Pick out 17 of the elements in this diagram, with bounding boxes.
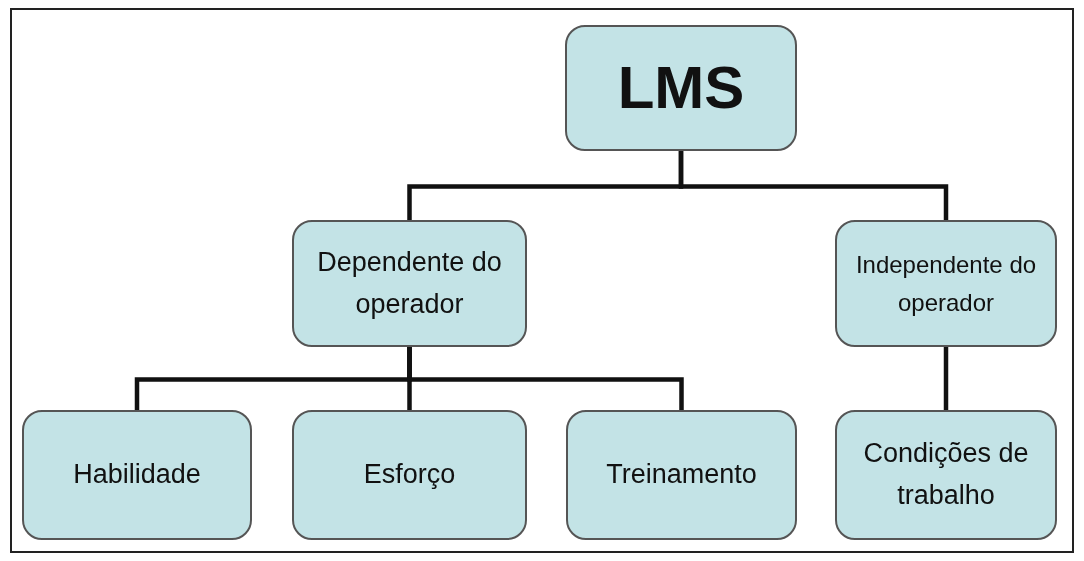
- box-label: Habilidade: [73, 458, 201, 492]
- connector-line: [407, 347, 684, 410]
- category-box: [835, 410, 1057, 540]
- box-label: Dependente do operador: [316, 245, 503, 321]
- box-label: LMS: [617, 58, 745, 118]
- category-box: [292, 410, 527, 540]
- box-label: Treinamento: [606, 458, 757, 492]
- box-label: Condições de trabalho: [862, 437, 1030, 512]
- category-box: [566, 410, 797, 540]
- box-label: Esforço: [363, 458, 456, 492]
- category-box: [22, 410, 252, 540]
- category-box: [292, 220, 527, 347]
- category-box: [565, 25, 797, 151]
- category-box: [835, 220, 1057, 347]
- connector-line: [943, 347, 949, 410]
- box-label: Independente do operador: [854, 250, 1038, 318]
- connector-line: [678, 151, 949, 220]
